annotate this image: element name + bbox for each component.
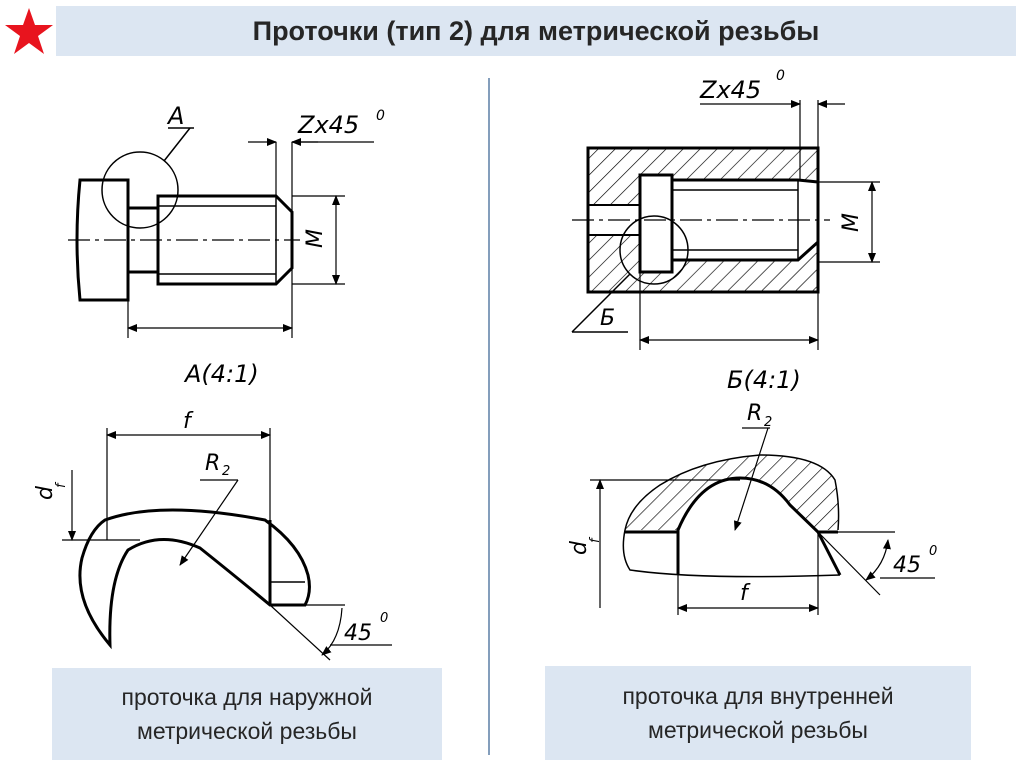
caption-internal: проточка для внутренней метрической резь… bbox=[545, 666, 971, 760]
label-detail-b: Б(4:1) bbox=[727, 366, 801, 394]
label-m-right: M bbox=[839, 213, 864, 232]
label-z45-right: Zx45 bbox=[699, 76, 761, 104]
red-star-icon bbox=[5, 8, 53, 54]
caption-external-line-2: метрической резьбы bbox=[137, 718, 357, 744]
caption-external-line-1: проточка для наружной bbox=[121, 684, 373, 710]
caption-internal-line-2: метрической резьбы bbox=[648, 717, 868, 743]
label-deg-right: 0 bbox=[776, 68, 785, 84]
label-f-right: f bbox=[740, 581, 751, 606]
label-df-left: d bbox=[33, 485, 58, 500]
label-df-right: d bbox=[567, 540, 592, 555]
page-title: Проточки (тип 2) для метрической резьбы bbox=[252, 16, 820, 46]
label-f-left: f bbox=[183, 409, 194, 434]
external-thread-view bbox=[68, 127, 374, 338]
label-detail-a: А(4:1) bbox=[183, 360, 259, 388]
label-a: А bbox=[166, 102, 184, 130]
label-deg-left: 0 bbox=[376, 108, 385, 124]
caption-external: проточка для наружной метрической резьбы bbox=[52, 668, 442, 760]
label-df-sub-left: f bbox=[54, 481, 69, 488]
label-angle-left: 45 bbox=[344, 621, 372, 646]
internal-thread-view bbox=[571, 100, 880, 350]
label-angle-deg-left: 0 bbox=[380, 611, 388, 626]
label-df-sub-right: f bbox=[588, 536, 603, 543]
detail-b-view bbox=[590, 427, 935, 615]
label-angle-right: 45 bbox=[893, 553, 921, 578]
detail-a-view bbox=[62, 428, 392, 661]
label-r2-right: R bbox=[747, 401, 762, 426]
label-m-left: M bbox=[303, 229, 328, 248]
label-b: Б bbox=[600, 306, 615, 331]
label-z45-left: Zx45 bbox=[297, 111, 359, 139]
label-r2-left: R bbox=[205, 451, 220, 476]
label-r2-sub-right: 2 bbox=[764, 415, 772, 430]
label-angle-deg-right: 0 bbox=[929, 544, 937, 559]
title-bar: Проточки (тип 2) для метрической резьбы bbox=[56, 6, 1016, 56]
label-r2-sub-left: 2 bbox=[222, 464, 230, 479]
caption-internal-line-1: проточка для внутренней bbox=[622, 683, 894, 709]
